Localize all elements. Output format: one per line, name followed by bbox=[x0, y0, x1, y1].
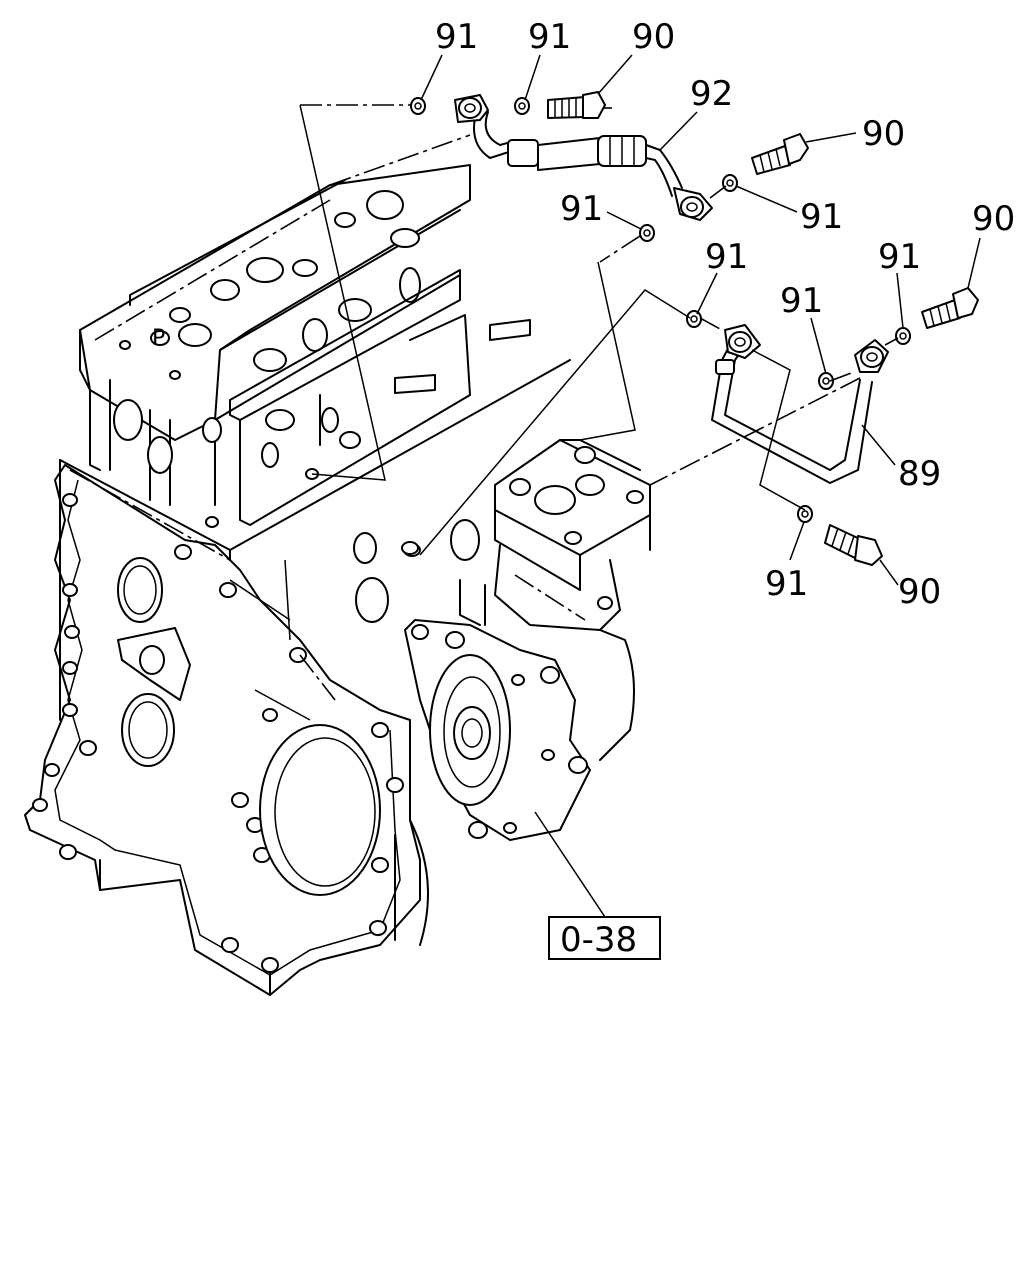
timing-gear-case bbox=[24, 464, 429, 996]
callout-90-right-top: 90 bbox=[862, 114, 905, 154]
reference-box: 0-38 bbox=[548, 916, 661, 960]
callout-91-bottom: 91 bbox=[765, 564, 808, 604]
svg-text:P: P bbox=[152, 326, 165, 351]
callout-91-mid-right: 91 bbox=[800, 197, 843, 237]
reference-box-label: 0-38 bbox=[560, 920, 637, 960]
injection-pump bbox=[404, 439, 651, 841]
callout-90-far-right: 90 bbox=[972, 199, 1015, 239]
callout-91-mid-left: 91 bbox=[560, 189, 603, 229]
cylinder-head: P bbox=[79, 134, 531, 528]
oil-pipe-89 bbox=[711, 324, 889, 484]
callout-91-top-a: 91 bbox=[435, 17, 478, 57]
callout-90-bottom: 90 bbox=[898, 572, 941, 612]
leader-lines bbox=[420, 54, 981, 918]
callout-90-top: 90 bbox=[632, 17, 675, 57]
washers bbox=[410, 97, 911, 523]
callout-91-top-b: 91 bbox=[528, 17, 571, 57]
callout-91-pipe-left: 91 bbox=[705, 237, 748, 277]
eye-bolts bbox=[547, 91, 979, 566]
oil-pipe-92 bbox=[454, 94, 713, 221]
callout-91-far-right: 91 bbox=[878, 237, 921, 277]
callout-92: 92 bbox=[690, 74, 733, 114]
callout-89: 89 bbox=[898, 454, 941, 494]
assembly-lines bbox=[299, 104, 899, 556]
callout-labels: 91 91 90 92 90 91 91 90 91 91 91 89 91 9… bbox=[435, 17, 1015, 612]
callout-91-pipe-mid: 91 bbox=[780, 281, 823, 321]
